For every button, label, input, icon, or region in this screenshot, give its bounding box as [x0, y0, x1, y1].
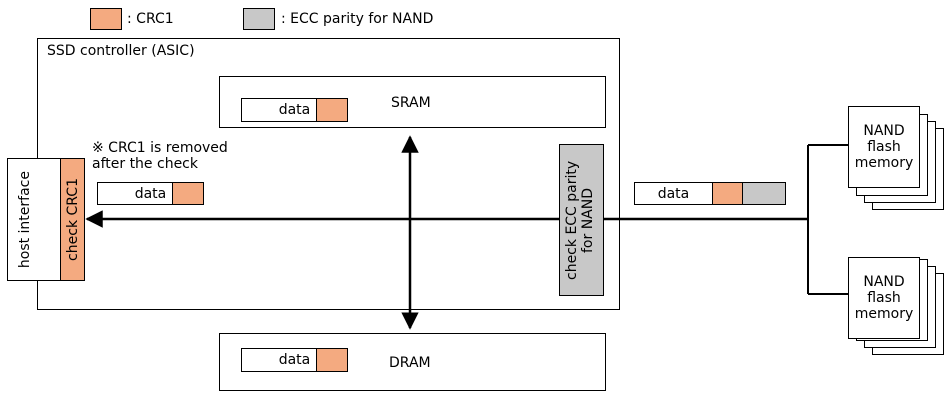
- legend-ecc-swatch: [243, 8, 275, 30]
- crc-removed-note-line2: after the check: [92, 156, 198, 172]
- nand-data-packet: data: [634, 182, 786, 205]
- ssd-controller-title: SSD controller (ASIC): [47, 43, 195, 59]
- host-interface-label-wrap: host interface: [8, 159, 60, 280]
- mid-data-label: data: [134, 185, 167, 202]
- ecc-check-label: check ECC parity for NAND: [563, 160, 596, 280]
- host-interface-label: host interface: [17, 170, 33, 269]
- legend-crc-label: : CRC1: [127, 11, 174, 27]
- nand1-label: NAND flash memory: [854, 123, 914, 171]
- dram-crc-cell: [316, 349, 347, 371]
- mid-data-packet: data: [97, 182, 204, 205]
- ecc-check-block: check ECC parity for NAND: [559, 144, 604, 296]
- sram-data-label: data: [278, 102, 311, 118]
- nand2-label: NAND flash memory: [854, 274, 914, 322]
- crc-removed-note-line1: ※ CRC1 is removed: [92, 140, 228, 156]
- sram-label: SRAM: [391, 95, 431, 111]
- nand1-chip: NAND flash memory: [848, 106, 920, 188]
- sram-crc-cell: [316, 99, 347, 121]
- sram-data-packet: data: [241, 98, 348, 122]
- nand-ecc-cell: [742, 183, 785, 204]
- legend-ecc-label: : ECC parity for NAND: [281, 11, 434, 27]
- nand-data-label: data: [657, 186, 690, 202]
- dram-data-label: data: [278, 352, 311, 368]
- dram-data-packet: data: [241, 348, 348, 372]
- legend-crc-swatch: [90, 8, 122, 30]
- nand-crc-cell: [712, 183, 743, 204]
- check-crc1-label: check CRC1: [64, 178, 81, 261]
- check-crc1-block: check CRC1: [60, 158, 85, 281]
- mid-crc-cell: [172, 183, 203, 204]
- nand2-chip: NAND flash memory: [848, 257, 920, 339]
- dram-label: DRAM: [389, 355, 431, 371]
